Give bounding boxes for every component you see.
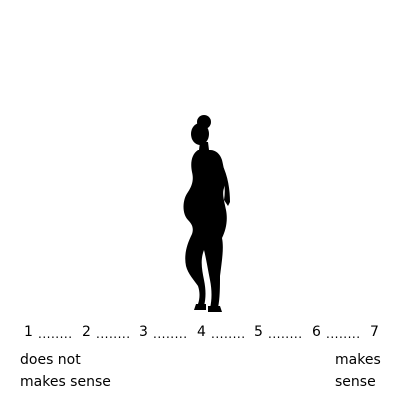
scale-separator: ........ xyxy=(326,327,361,341)
scale-point-4[interactable]: 4 xyxy=(197,324,206,340)
pregnant-woman-silhouette-icon xyxy=(170,110,240,316)
scale-point-5[interactable]: 5 xyxy=(254,324,263,340)
scale-anchor-low-line1: does not xyxy=(20,352,81,368)
scale-point-3[interactable]: 3 xyxy=(139,324,148,340)
scale-anchor-low: does not makes sense xyxy=(20,349,111,393)
scale-separator: ........ xyxy=(38,327,73,341)
scale-point-7[interactable]: 7 xyxy=(370,324,379,340)
scale-separator: ........ xyxy=(268,327,303,341)
scale-point-1[interactable]: 1 xyxy=(24,324,33,340)
rating-scale: 1 ........ 2 ........ 3 ........ 4 .....… xyxy=(22,324,384,344)
scale-point-2[interactable]: 2 xyxy=(82,324,91,340)
scale-anchor-low-line2: makes sense xyxy=(20,374,111,390)
scale-separator: ........ xyxy=(96,327,131,341)
scale-separator: ........ xyxy=(153,327,188,341)
scale-anchor-high: makes sense xyxy=(335,349,381,393)
scale-anchor-high-line2: sense xyxy=(335,374,376,390)
scale-anchor-high-line1: makes xyxy=(335,352,381,368)
scale-separator: ........ xyxy=(211,327,246,341)
scale-point-6[interactable]: 6 xyxy=(312,324,321,340)
